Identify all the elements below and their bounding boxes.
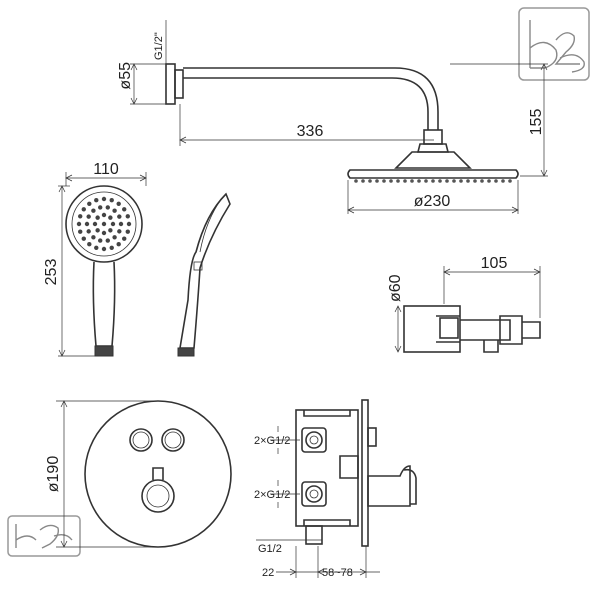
hand-shower-dimensions: 110 253 bbox=[43, 161, 147, 357]
hand-shower-front-drawing bbox=[65, 185, 143, 357]
b2b-logo-icon bbox=[7, 515, 81, 557]
control-panel-drawing bbox=[84, 400, 232, 548]
shower-head-diameter-label: ø230 bbox=[414, 193, 451, 210]
hand-shower-side-drawing bbox=[177, 192, 231, 357]
b2b-logo-icon bbox=[518, 7, 590, 81]
shower-arm-drawing bbox=[165, 63, 519, 183]
hand-shower-width-label: 110 bbox=[93, 161, 119, 178]
control-panel-dimensions: ø190 bbox=[45, 400, 158, 548]
concealed-body-dimensions: 2×G1/2 2×G1/2 G1/2 22 58~78 bbox=[254, 426, 380, 579]
bottom-thread-label: G1/2 bbox=[258, 543, 282, 555]
arm-length-label: 336 bbox=[297, 123, 324, 140]
panel-diameter-label: ø190 bbox=[45, 456, 62, 493]
bracket-diameter-label: ø60 bbox=[387, 274, 404, 302]
depth-min-label: 22 bbox=[262, 567, 274, 579]
wall-holder-dimensions: ø60 105 bbox=[387, 255, 541, 353]
wall-holder-drawing bbox=[403, 305, 541, 353]
arm-height-label: 155 bbox=[528, 109, 545, 136]
hand-shower-length-label: 253 bbox=[43, 259, 60, 286]
head-diameter-label: ø55 bbox=[117, 62, 134, 90]
bracket-length-label: 105 bbox=[481, 255, 508, 272]
inlet-upper-label: 2×G1/2 bbox=[254, 435, 290, 447]
inlet-lower-label: 2×G1/2 bbox=[254, 489, 290, 501]
concealed-body-drawing bbox=[295, 399, 417, 547]
arm-dimensions: ø55 G1/2" 336 155 ø230 bbox=[117, 20, 548, 214]
depth-range-label: 58~78 bbox=[322, 567, 353, 579]
head-thread-label: G1/2" bbox=[153, 32, 165, 60]
